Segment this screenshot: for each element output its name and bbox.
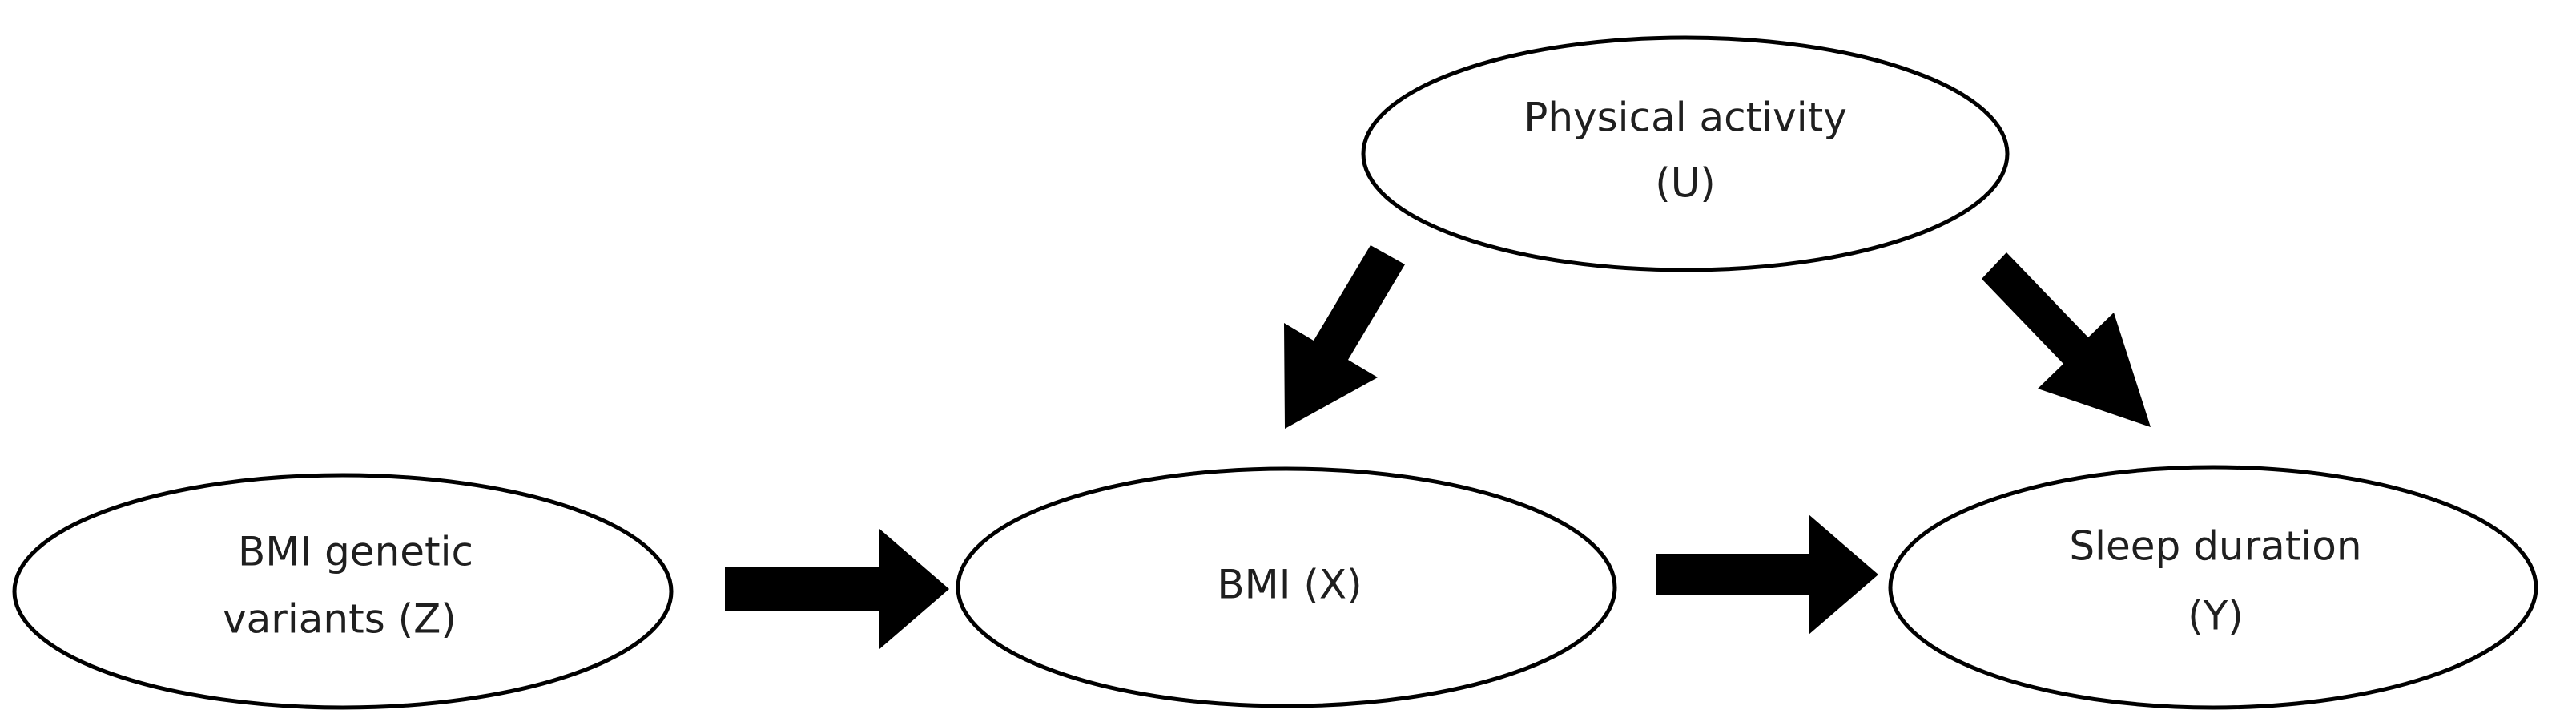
node-bmi-ellipse: [956, 466, 1617, 708]
node-sleep-duration-ellipse: [1888, 465, 2538, 710]
node-genetic-variants-label-line1: BMI genetic: [238, 529, 473, 575]
arrow-physical-activity-to-sleep-duration: [1982, 252, 2151, 427]
node-physical-activity-label-line2: (U): [1655, 160, 1716, 207]
node-sleep-duration-label-line2: (Y): [2188, 593, 2244, 639]
arrow-physical-activity-to-bmi: [1284, 245, 1405, 429]
node-sleep-duration: Sleep duration (Y): [1888, 465, 2538, 710]
node-genetic-variants-label-line2: variants (Z): [223, 596, 457, 643]
node-genetic-variants-ellipse: [12, 473, 674, 710]
node-physical-activity: Physical activity (U): [1361, 35, 2010, 272]
arrow-genetic-variants-to-bmi: [725, 529, 949, 649]
arrow-bmi-to-sleep-duration: [1656, 514, 1878, 635]
node-physical-activity-ellipse: [1361, 35, 2010, 272]
node-genetic-variants: BMI genetic variants (Z): [12, 473, 674, 710]
node-bmi-label: BMI (X): [1217, 562, 1362, 608]
node-physical-activity-label-line1: Physical activity: [1523, 95, 1847, 141]
node-bmi: BMI (X): [956, 466, 1617, 708]
node-sleep-duration-label-line1: Sleep duration: [2069, 523, 2361, 570]
